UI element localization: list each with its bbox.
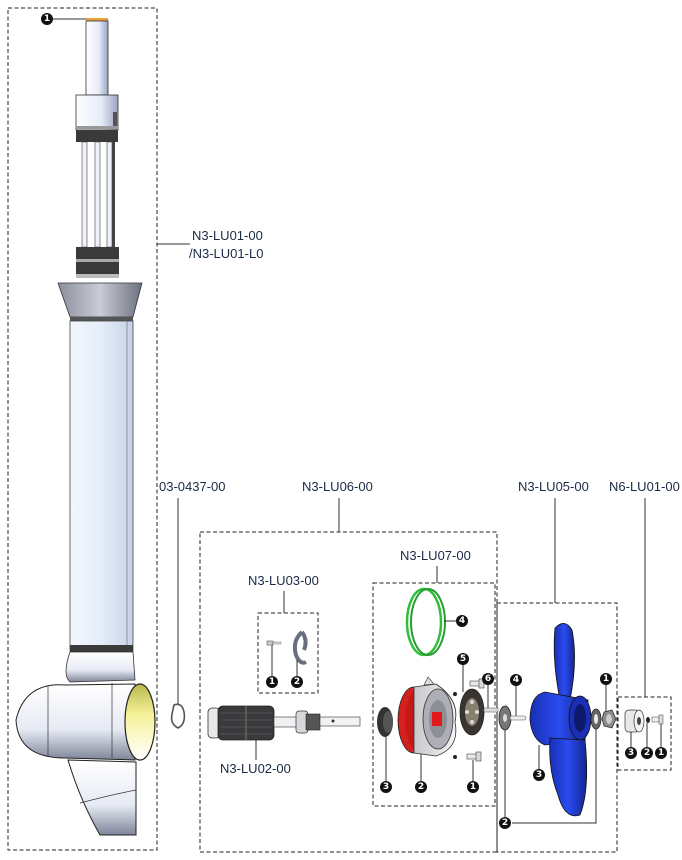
callout-n6-1: 1 bbox=[655, 724, 667, 759]
callout-lu07-4: 4 bbox=[444, 615, 468, 627]
callout-n6-2: 2 bbox=[641, 723, 653, 759]
callout-lu01-1: 1 bbox=[41, 13, 86, 25]
assembly-label-lu03: N3-LU03-00 bbox=[248, 573, 319, 588]
svg-text:2: 2 bbox=[644, 748, 650, 758]
assembly-box-n6lu01 bbox=[617, 696, 672, 771]
callout-lu05-4: 4 bbox=[510, 674, 522, 716]
callout-n6-3: 3 bbox=[625, 732, 637, 759]
label-group-lu07: N3-LU07-00 bbox=[400, 548, 471, 583]
bolt-part bbox=[466, 751, 482, 762]
label-group-n6lu01: N6-LU01-00 bbox=[609, 479, 680, 697]
assembly-box-lu03 bbox=[257, 612, 319, 694]
callout-lu03-2: 2 bbox=[291, 660, 303, 688]
svg-text:6: 6 bbox=[485, 674, 491, 684]
rotor-shaft-part bbox=[207, 705, 361, 741]
svg-text:3: 3 bbox=[628, 748, 634, 758]
assembly-label-lu01-alt: /N3-LU01-L0 bbox=[189, 246, 263, 261]
screw-part bbox=[266, 640, 282, 646]
lock-washer-part bbox=[646, 717, 650, 723]
svg-text:2: 2 bbox=[502, 818, 508, 828]
svg-text:1: 1 bbox=[603, 674, 609, 684]
callout-lu05-2: 2 bbox=[499, 729, 597, 829]
callout-lu03-1: 1 bbox=[266, 645, 278, 688]
assembly-box-lu07 bbox=[372, 582, 496, 807]
svg-text:4: 4 bbox=[513, 675, 519, 685]
svg-text:1: 1 bbox=[658, 748, 664, 758]
assembly-box-lu01 bbox=[7, 7, 158, 851]
bearing-plate-part bbox=[459, 688, 485, 736]
svg-text:3: 3 bbox=[383, 782, 389, 792]
seal-part bbox=[377, 707, 393, 737]
svg-text:2: 2 bbox=[418, 782, 424, 792]
snap-ring-part bbox=[292, 630, 308, 665]
callout-lu07-1: 1 bbox=[467, 760, 479, 793]
assembly-label-lu01: N3-LU01-00 bbox=[192, 228, 263, 243]
label-group-lu06: N3-LU06-00 bbox=[302, 479, 373, 532]
callout-lu05-1: 1 bbox=[600, 673, 612, 711]
assembly-box-lu05 bbox=[496, 602, 618, 853]
assembly-box-lu06 bbox=[199, 531, 498, 853]
svg-text:5: 5 bbox=[460, 654, 466, 664]
svg-text:1: 1 bbox=[44, 14, 50, 24]
callout-lu07-2: 2 bbox=[415, 754, 427, 793]
label-group-lu01: N3-LU01-00 /N3-LU01-L0 bbox=[157, 228, 263, 261]
svg-text:3: 3 bbox=[536, 770, 542, 780]
svg-text:2: 2 bbox=[294, 677, 300, 687]
small-washer-2 bbox=[453, 692, 457, 696]
bolt-part-2 bbox=[469, 678, 485, 689]
end-bell-part bbox=[397, 676, 457, 757]
callout-lu05-3: 3 bbox=[533, 745, 545, 781]
spacer-part bbox=[624, 709, 645, 733]
end-screw-part bbox=[651, 714, 664, 725]
svg-text:1: 1 bbox=[470, 782, 476, 792]
label-group-lu02: N3-LU02-00 bbox=[220, 740, 291, 776]
red-center bbox=[432, 712, 442, 726]
prop-washer-part bbox=[590, 708, 602, 730]
assembly-label-lu06: N3-LU06-00 bbox=[302, 479, 373, 494]
assembly-label-lu02: N3-LU02-00 bbox=[220, 761, 291, 776]
assembly-label-clip: 03-0437-00 bbox=[159, 479, 226, 494]
propeller-part bbox=[529, 623, 592, 817]
assembly-label-n6lu01: N6-LU01-00 bbox=[609, 479, 680, 494]
top-cap bbox=[86, 18, 108, 21]
pod-opening bbox=[124, 683, 156, 761]
svg-text:1: 1 bbox=[269, 677, 275, 687]
assembly-label-lu05: N3-LU05-00 bbox=[518, 479, 589, 494]
label-group-lu03: N3-LU03-00 bbox=[248, 573, 319, 613]
prop-nut-part bbox=[601, 709, 617, 729]
shaft-column-part bbox=[15, 18, 156, 836]
small-washer bbox=[453, 755, 457, 759]
pin-part bbox=[483, 707, 499, 713]
label-group-clip: 03-0437-00 bbox=[159, 479, 226, 705]
thrust-washer-part bbox=[498, 705, 512, 731]
assembly-label-lu07: N3-LU07-00 bbox=[400, 548, 471, 563]
callout-lu07-3: 3 bbox=[380, 737, 392, 793]
drive-pin-part bbox=[509, 715, 527, 721]
svg-text:4: 4 bbox=[459, 616, 465, 626]
retaining-clip-part bbox=[170, 703, 186, 729]
label-group-lu05: N3-LU05-00 bbox=[518, 479, 589, 603]
o-ring-part bbox=[405, 587, 446, 657]
callout-lu07-5: 5 bbox=[457, 653, 469, 692]
callout-lu07-6: 6 bbox=[482, 673, 494, 708]
